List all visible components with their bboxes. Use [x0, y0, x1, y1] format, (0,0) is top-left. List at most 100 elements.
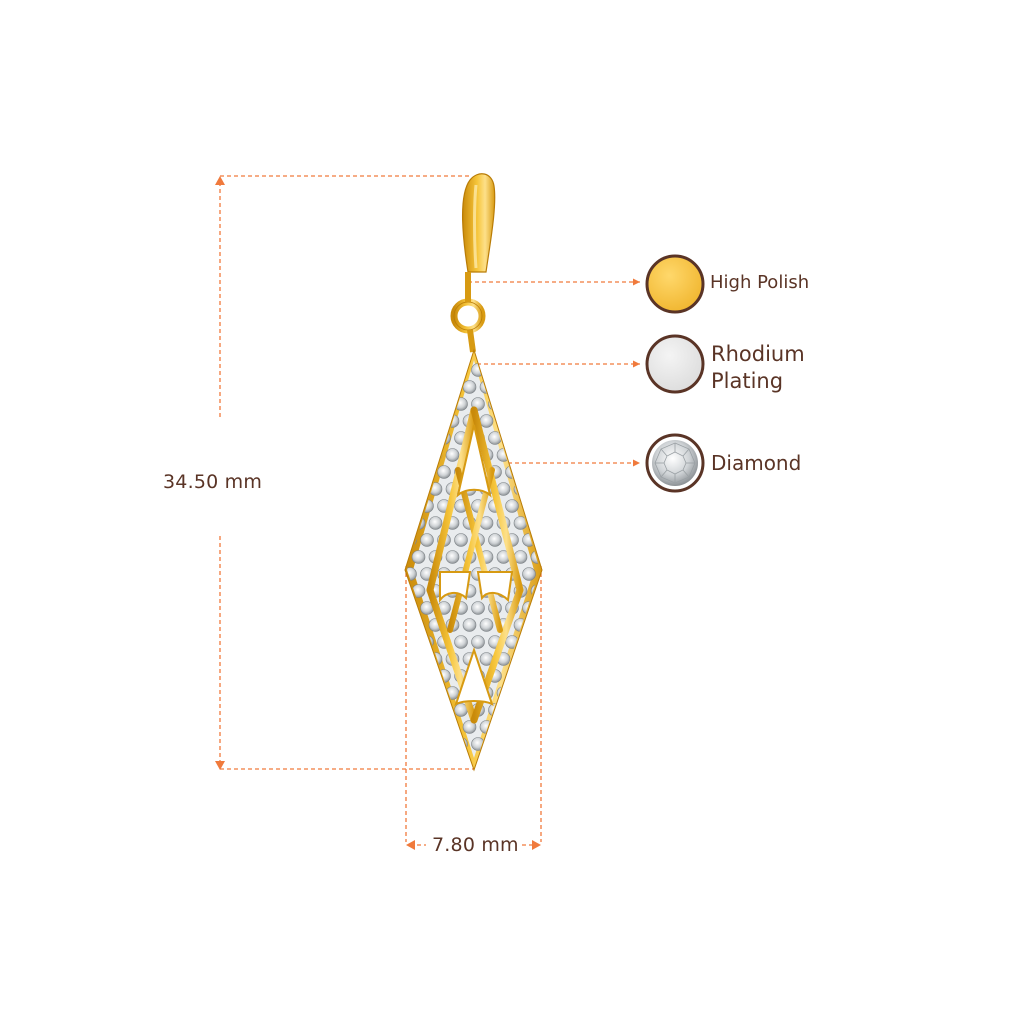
- diamond-stone: [496, 414, 511, 428]
- diamond-stone: [513, 448, 528, 462]
- diamond-stone: [445, 720, 460, 734]
- diamond-stone: [407, 397, 417, 411]
- diamond-stone: [420, 533, 434, 547]
- diamond-stone: [420, 363, 434, 377]
- arrow-right-icon: [532, 840, 541, 850]
- diamond-stone: [437, 737, 451, 751]
- diamond-stone: [420, 669, 434, 683]
- diamond-stone: [522, 567, 536, 581]
- diamond-stone: [513, 380, 528, 394]
- diamond-stone: [407, 363, 417, 377]
- diamond-stone: [496, 380, 511, 394]
- diamond-stone: [522, 499, 536, 513]
- diamond-stone: [411, 652, 426, 666]
- pendant-illustration: [404, 173, 543, 772]
- diamond-stone: [428, 516, 443, 530]
- gold-swatch-icon: [645, 254, 705, 314]
- diamond-stone: [496, 720, 511, 734]
- diamond-stone: [505, 397, 519, 411]
- diamond-stone: [428, 720, 443, 734]
- diamond-stone: [437, 703, 451, 717]
- diamond-stone: [513, 720, 528, 734]
- diamond-stone: [505, 431, 519, 445]
- diamond-stone: [454, 635, 468, 649]
- diamond-stone: [530, 482, 540, 496]
- diamond-stone: [530, 414, 540, 428]
- diamond-stone: [530, 720, 540, 734]
- diamond-stone: [530, 618, 540, 632]
- diamond-stone: [454, 363, 468, 377]
- diamond-stone: [505, 703, 519, 717]
- pendant-bail: [462, 173, 496, 273]
- diamond-stone: [411, 550, 426, 564]
- legend-label-line: Plating: [711, 369, 784, 393]
- diamond-stone: [437, 397, 451, 411]
- diamond-stone: [522, 737, 536, 751]
- diamond-stone: [407, 499, 417, 513]
- leader-arrow-diamond-icon: [633, 459, 640, 467]
- diamond-stone: [471, 601, 485, 615]
- diamond-stone: [530, 448, 540, 462]
- diamond-stone: [462, 380, 477, 394]
- diamond-stone: [407, 465, 417, 479]
- diamond-stone: [471, 363, 485, 377]
- diamond-stone: [445, 380, 460, 394]
- diamond-stone: [428, 380, 443, 394]
- diamond-stone: [522, 465, 536, 479]
- legend-label-diamond: Diamond: [711, 451, 801, 475]
- diamond-stone: [471, 635, 485, 649]
- diamond-stone: [420, 431, 434, 445]
- diamond-stone: [420, 397, 434, 411]
- diamond-swatch-icon: [645, 433, 705, 493]
- rhodium-swatch-icon: [645, 334, 705, 394]
- diamond-stone: [513, 652, 528, 666]
- diamond-stone: [505, 363, 519, 377]
- diamond-stone: [522, 669, 536, 683]
- diamond-stone: [522, 703, 536, 717]
- legend-label-line: Diamond: [711, 451, 802, 475]
- legend-label-rhodium-plating: Rhodium Plating: [711, 341, 805, 395]
- legend-label-line: High Polish: [710, 272, 810, 293]
- diamond-stone: [522, 431, 536, 445]
- legend-label-high-polish: High Polish: [710, 272, 809, 294]
- diamond-stone: [522, 363, 536, 377]
- legend-label-line: Rhodium: [711, 342, 805, 366]
- diamond-stone: [420, 465, 434, 479]
- arrow-up-icon: [215, 176, 225, 185]
- diamond-stone: [505, 737, 519, 751]
- diamond-stone: [530, 652, 540, 666]
- diamond-stone: [420, 703, 434, 717]
- diamond-stone: [420, 737, 434, 751]
- diamond-stone: [411, 720, 426, 734]
- diamond-stone: [462, 618, 477, 632]
- diamond-stone: [505, 499, 519, 513]
- arrow-down-icon: [215, 761, 225, 770]
- diamond-stone: [428, 414, 443, 428]
- diamond-stone: [488, 363, 502, 377]
- diamond-stone: [445, 448, 460, 462]
- width-dimension-label: 7.80 mm: [432, 834, 519, 856]
- arrow-left-icon: [406, 840, 415, 850]
- dimension-arrows: [215, 176, 640, 850]
- pendant-cutouts: [439, 424, 514, 706]
- diamond-stone: [513, 414, 528, 428]
- height-dimension-label: 34.50 mm: [163, 471, 263, 493]
- diamond-stone: [437, 465, 451, 479]
- diamond-stone: [488, 737, 502, 751]
- diamond-stone: [488, 533, 502, 547]
- diamond-stone: [479, 414, 494, 428]
- leader-arrow-rhodium-icon: [633, 360, 640, 368]
- diamond-stone: [530, 516, 540, 530]
- legend-swatches: [645, 254, 705, 493]
- diamond-stone: [437, 363, 451, 377]
- diamond-stone: [407, 431, 417, 445]
- diamond-stone: [530, 380, 540, 394]
- dimension-lines: [219, 175, 640, 846]
- diamond-stone: [411, 414, 426, 428]
- diamond-stone: [445, 550, 460, 564]
- diamond-stone: [522, 635, 536, 649]
- diamond-stone: [454, 533, 468, 547]
- diamond-stone: [428, 686, 443, 700]
